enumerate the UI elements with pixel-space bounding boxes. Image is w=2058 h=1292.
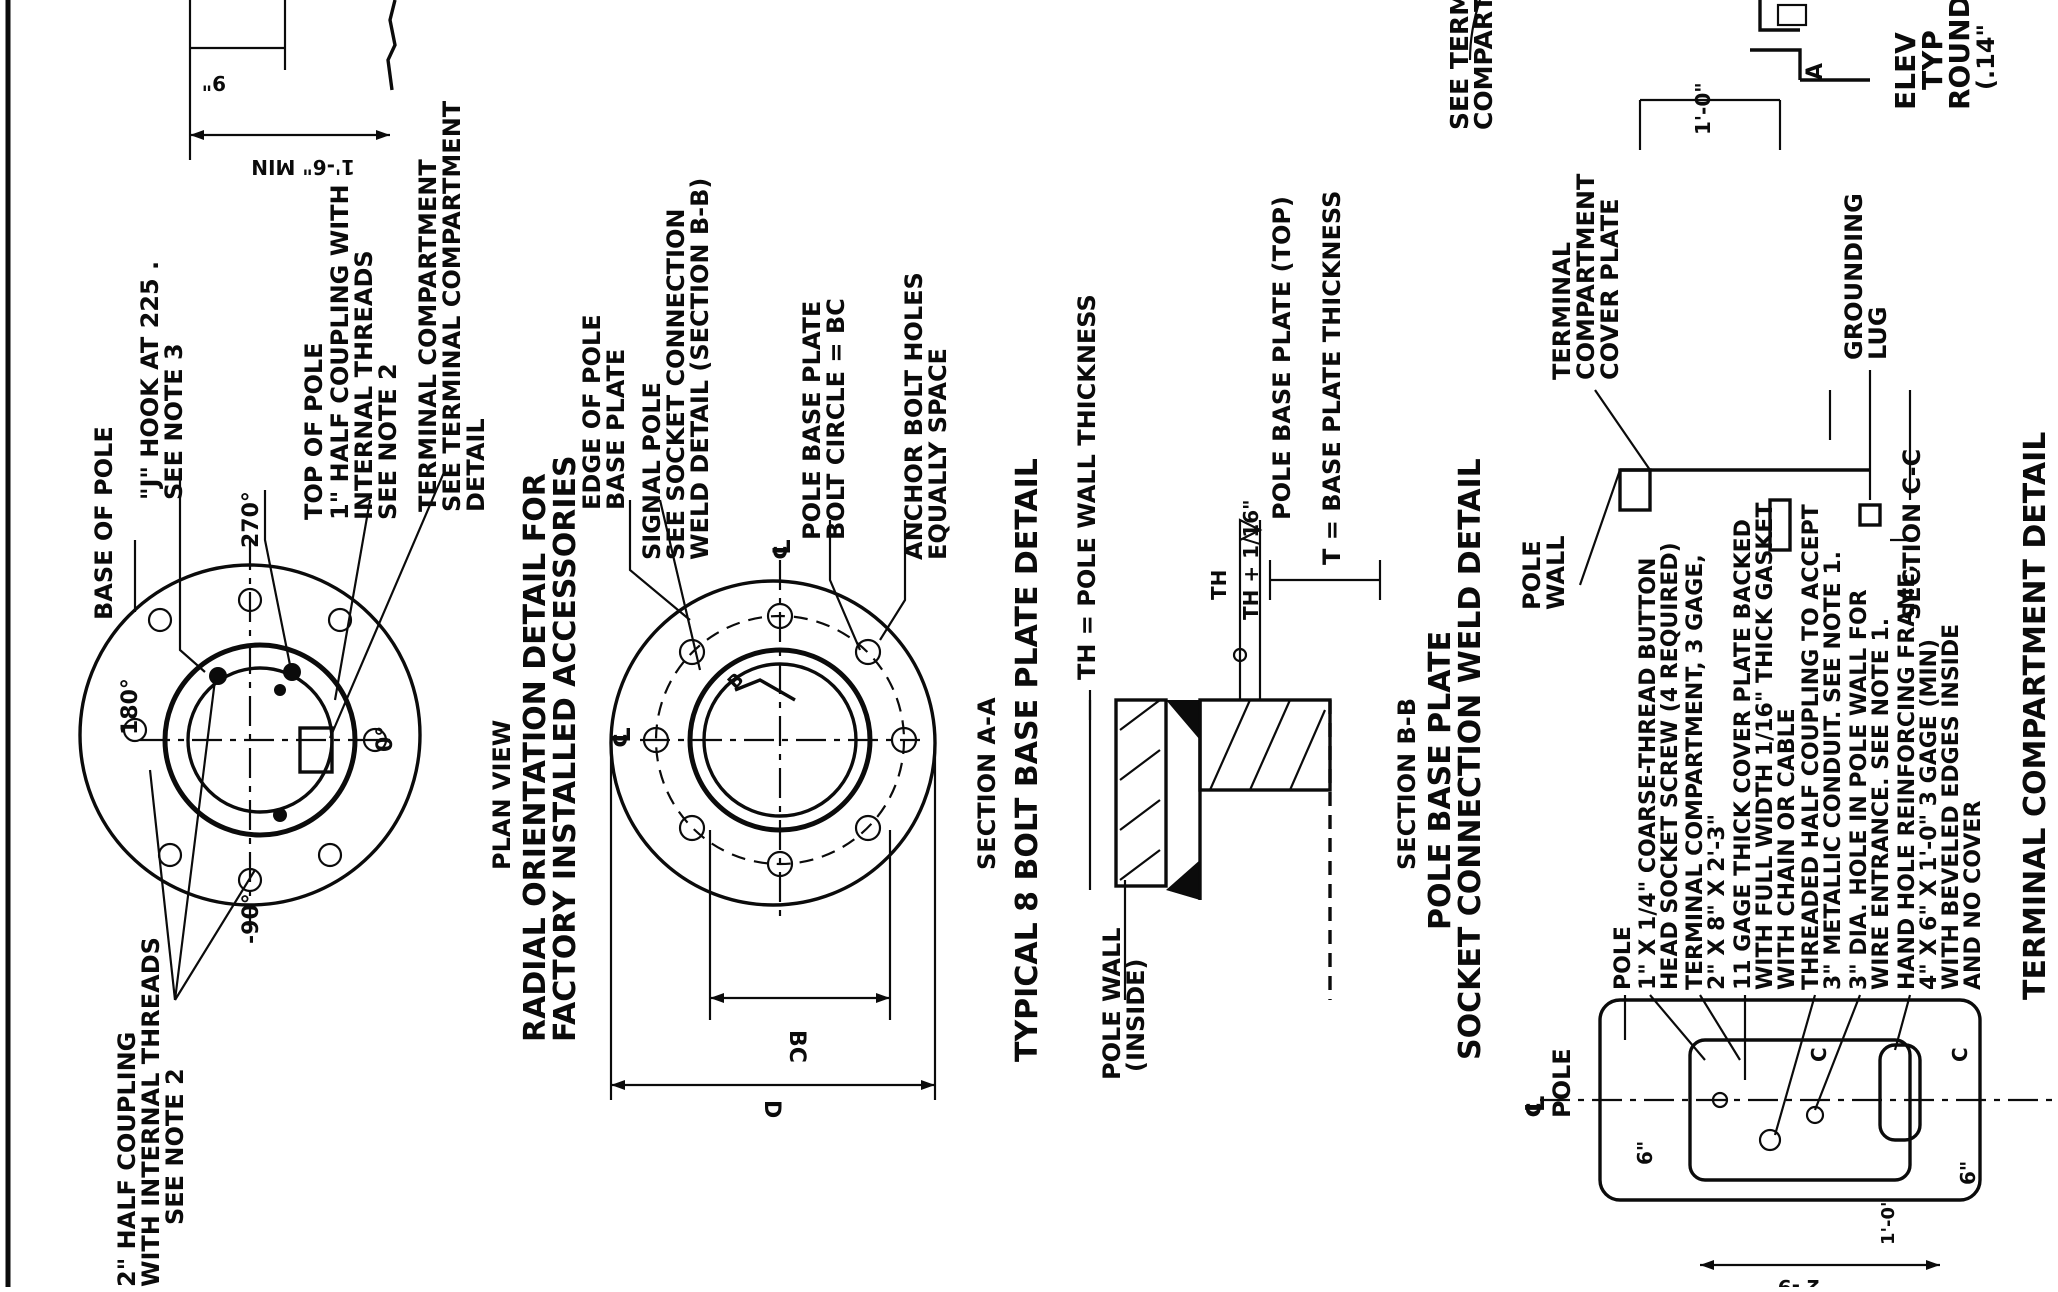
label-edge-2: BASE PLATE [602,349,630,510]
label-signal-pole-3: WELD DETAIL (SECTION B-B) [686,178,714,560]
label-cover-plate-3: COVER PLATE [1596,198,1624,380]
label-signal-pole-1: SIGNAL POLE [638,382,666,560]
terminal-notes: POLE 1" X 1/4" COARSE-THREAD BUTTON HEAD… [1611,503,1986,990]
note-hole-2: WIRE ENTRANCE. SEE NOTE 1. [1869,618,1894,990]
note-handhole-3: WITH BEVELED EDGES INSIDE [1939,624,1964,990]
socket-subtitle: SECTION B-B [1393,698,1421,870]
radial-orientation-detail: 180° 270° 0° -90° BASE OF POLE "J" HOOK … [78,100,583,1287]
note-pole: POLE [1611,926,1636,990]
terminal-title: TERMINAL COMPARTMENT DETAIL [2018,432,2053,1000]
label-signal-pole-2: SEE SOCKET CONNECTION [662,209,690,560]
th-definition: TH = POLE WALL THICKNESS [1073,294,1101,680]
note-handhole-1: HAND HOLE REINFORCING FRAME, [1895,564,1920,990]
label-terminal-comp-1: TERMINAL COMPARTMENT [414,159,442,512]
dim-d: D [759,1100,784,1118]
elevation-fragment-4: (.14" [1972,24,2000,90]
see-terminal-detail-1: SEE TERMINAL [1445,0,1474,130]
cl-marker-right: ℄ [768,538,796,560]
label-j-hook-1: "J" HOOK AT 225 . [136,261,164,500]
note-cover-2: WITH FULL WIDTH 1/16" THICK GASKET [1753,503,1778,990]
base-plate-subtitle: SECTION A-A [973,697,1001,870]
label-cover-plate-2: COMPARTMENT [1572,173,1600,380]
label-pole-wall-inside-1: POLE WALL [1098,927,1126,1080]
terminal-pole-cl: ℄ [1521,1095,1551,1118]
terminal-pole-label: POLE [1548,1048,1576,1118]
angle-0: 0° [373,726,398,752]
elevation-fragment-2: TYP [1916,30,1949,90]
dim-6-left: 6" [1633,1141,1657,1165]
angle-180: 180° [118,678,143,735]
label-edge-1: EDGE OF POLE [578,314,606,510]
weld-th: TH [1207,570,1231,600]
label-terminal-comp-3: DETAIL [462,418,490,512]
label-bolt-circle-2: BOLT CIRCLE = BC [822,298,850,540]
label-half-coupling-1-l1: 1" HALF COUPLING WITH [326,184,354,520]
label-half-coupling-2-l2: WITH INTERNAL THREADS [137,937,165,1287]
label-anchor-holes-1: ANCHOR BOLT HOLES [900,272,928,560]
note-handhole-2: 4" X 6" X 1'-0" 3 GAGE (MIN) [1917,639,1942,990]
label-terminal-comp-2: SEE TERMINAL COMPARTMENT [438,100,466,512]
note-cover-1: 11 GAGE THICK COVER PLATE BACKED [1731,519,1756,990]
label-j-hook-2: SEE NOTE 3 [160,343,188,500]
note-compartment-1: TERMINAL COMPARTMENT, 3 GAGE, [1683,554,1708,990]
dim-1-6-min: 1'-6" MIN [251,155,355,179]
base-plate-detail: B ℄ ℄ BC D EDGE OF POLE BASE PLATE SIGNA… [578,178,1045,1119]
note-handhole-4: AND NO COVER [1961,801,1986,990]
radial-subtitle: PLAN VIEW [488,720,516,870]
label-pole-wall-2: WALL [1542,535,1570,610]
label-half-coupling-2-l3: SEE NOTE 2 [161,1068,189,1225]
see-terminal-detail-2: COMPARTMENT DETAIL [1469,0,1498,130]
label-pole-wall-1: POLE [1518,540,1546,610]
label-base-of-pole: BASE OF POLE [90,426,118,620]
terminal-subtitle: SECTION C-C [1898,449,1926,620]
angle-270: 270° [239,491,264,548]
cl-marker-top: ℄ [608,726,636,748]
c-marker-1: C [1807,1047,1831,1062]
dim-2-9: 2'-9" [1767,1275,1820,1287]
section-marker-a: A [1803,63,1828,80]
label-anchor-holes-2: EQUALLY SPACE [924,348,952,560]
note-coupling-1: THREADED HALF COUPLING TO ACCEPT [1799,504,1824,990]
label-grounding-lug-2: LUG [1864,306,1892,360]
base-plate-title: TYPICAL 8 BOLT BASE PLATE DETAIL [1010,458,1045,1062]
radial-title-1: RADIAL ORIENTATION DETAIL FOR [518,473,553,1042]
note-hole-1: 3" DIA. HOLE IN POLE WALL FOR [1847,589,1872,990]
note-cover-3: WITH CHAIN OR CABLE [1775,708,1800,990]
dim-1-0-small: 1'-0" [1878,1198,1899,1245]
c-marker-2: C [1948,1047,1972,1062]
socket-weld-detail: TH = POLE WALL THICKNESS TH TH + 1/16" P… [1073,191,1488,1080]
note-screw-2: HEAD SOCKET SCREW (4 REQUIRED) [1658,542,1683,990]
dim-bc: BC [784,1030,809,1063]
label-bolt-circle-1: POLE BASE PLATE [798,301,826,540]
note-screw-1: 1" X 1/4" COARSE-THREAD BUTTON [1636,558,1661,990]
radial-title-2: FACTORY INSTALLED ACCESSORIES [548,455,583,1042]
note-coupling-2: 3" METALLIC CONDUIT. SEE NOTE 1. [1821,551,1846,990]
angle-neg90: -90° [239,893,264,944]
label-half-coupling-2-l1: 2" HALF COUPLING [113,1032,141,1287]
label-cover-plate-1: TERMINAL [1548,242,1576,380]
top-partial-detail: 9" 1'-6" MIN SEE TERMINAL COMPARTMENT DE… [188,0,2000,179]
t-definition: T = BASE PLATE THICKNESS [1318,191,1346,565]
label-pole-wall-inside-2: (INSIDE) [1122,959,1150,1072]
elevation-fragment-1: ELEV [1889,32,1922,110]
label-top-of-pole: TOP OF POLE [300,342,328,520]
socket-title-2: SOCKET CONNECTION WELD DETAIL [1453,458,1488,1060]
dim-1-0: 1'-0" [1691,82,1715,135]
label-half-coupling-1-l3: SEE NOTE 2 [374,363,402,520]
terminal-compartment-detail: SECTION C-C ℄ POLE 6" 6" 1'-0" 2'-9" C C… [1518,173,2058,1292]
label-grounding-lug-1: GROUNDING [1840,193,1868,360]
socket-title-1: POLE BASE PLATE [1423,631,1458,930]
dim-6-right: 6" [1956,1161,1980,1185]
dim-9in: 9" [202,71,226,95]
label-half-coupling-1-l2: INTERNAL THREADS [350,250,378,520]
elevation-fragment-3: ROUND [1943,0,1976,110]
label-pole-base-plate-top: POLE BASE PLATE (TOP) [1268,196,1296,520]
bolt-plate-outer [609,579,937,907]
note-compartment-2: 2" X 8" X 2'-3" [1705,814,1730,990]
